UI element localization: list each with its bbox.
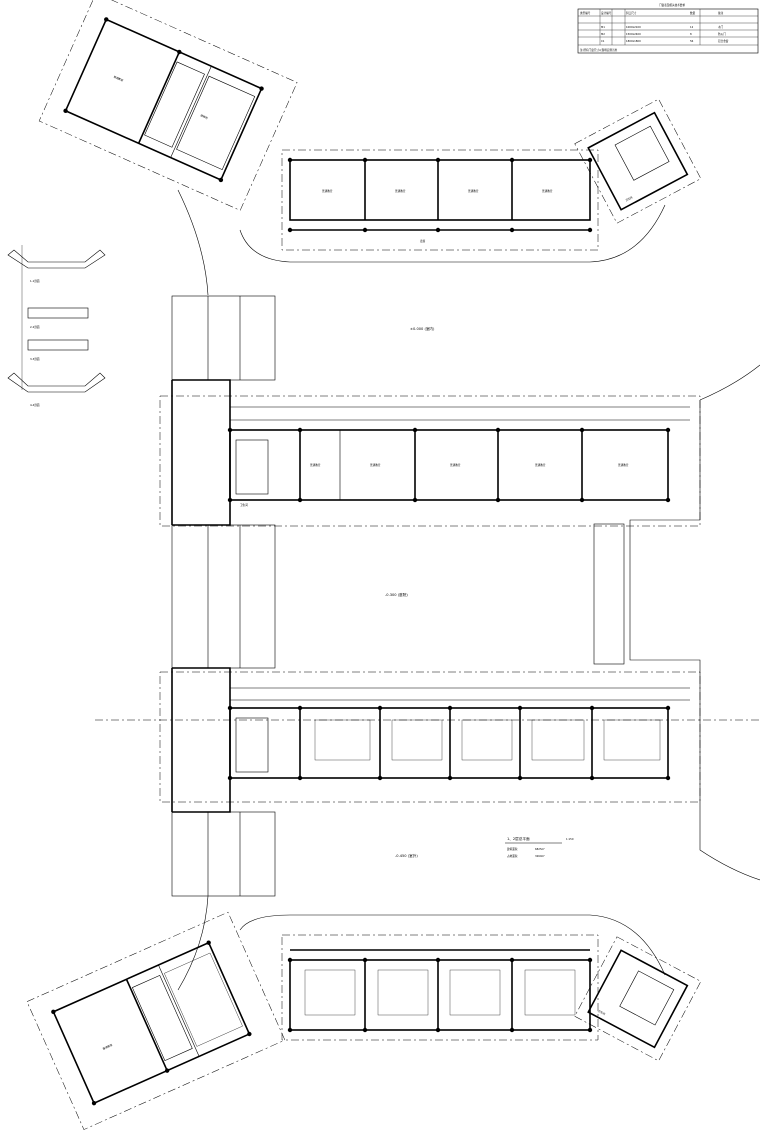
middle-block-2 (95, 671, 760, 803)
level-top: ±0.000 (室内) (410, 326, 435, 331)
table-r1-c3: 防火门 (718, 32, 726, 36)
table-r2-c0: C1 (601, 39, 605, 43)
legend-s1: 1-1剖面 (30, 279, 40, 283)
tl-room-label: 普通教室 (113, 75, 124, 83)
middle-block-1: 普通教室 普通教室 普通教室 普通教室 普通教室 卫生间 (159, 395, 701, 527)
table-r0-c1: 1000x2100 (626, 25, 641, 29)
table-r0-c0: M1 (601, 25, 605, 29)
table-header-2: 洞口尺寸 (626, 11, 637, 15)
area-label-1: 建筑面积 (507, 847, 518, 851)
m1-room-4: 普通教室 (535, 463, 546, 467)
top-wing: 普通教室 楼梯间 普通教室 普通教室 普通教室 普通教室 走廊 卫生间 ±0.0… (38, 0, 702, 331)
br-toilet: 卫生间 (597, 1009, 606, 1016)
table-note: 注:所有门窗尺寸以现场实测为准 (580, 48, 618, 52)
m1-room-3: 普通教室 (450, 463, 461, 467)
table-r2-c3: 铝合金窗 (718, 39, 729, 43)
courtyard-level: -0.300 (庭院) (385, 592, 408, 597)
legend-s4: 4-4剖面 (30, 403, 40, 407)
right-slope (593, 364, 760, 881)
bl-room-label: 普通教室 (102, 1043, 113, 1051)
table-r1-c2: 8 (690, 32, 692, 36)
table-header-3: 数量 (690, 11, 696, 15)
drawing-title: 1、2层总平面 (507, 836, 530, 841)
table-r2-c1: 1800x1800 (626, 39, 641, 43)
m1-room-2: 普通教室 (370, 463, 381, 467)
table-r0-c2: 12 (690, 25, 694, 29)
m1-room-5: 普通教室 (618, 463, 629, 467)
table-header-4: 备注 (718, 11, 724, 15)
table-r2-c2: 56 (690, 39, 694, 43)
m1-room-1: 普通教室 (310, 463, 321, 467)
tr-toilet: 卫生间 (624, 195, 633, 202)
tl-stair-label: 楼梯间 (200, 113, 209, 120)
top-room-4: 普通教室 (542, 189, 553, 193)
table-header-0: 类型编号 (580, 11, 591, 15)
drawing-title-block: 1、2层总平面 1:150 建筑面积 6825m² 占地面积 3260m² -0… (395, 836, 574, 858)
legend-s3: 3-3剖面 (30, 357, 40, 361)
bottom-wing: 普通教室 卫生间 (26, 895, 702, 1130)
table-r0-c3: 木门 (718, 25, 724, 29)
left-steps (171, 295, 276, 897)
door-window-table: 门窗表及相关技术要求 类型编号 设计编号 洞口尺寸 数量 备注 M1 1000x… (577, 3, 759, 54)
area-val-1: 6825m² (535, 847, 545, 851)
table-header-1: 设计编号 (601, 11, 612, 15)
section-details: 1-1剖面 2-2剖面 3-3剖面 4-4剖面 (7, 245, 106, 407)
table-r1-c0: M2 (601, 32, 605, 36)
legend-s2: 2-2剖面 (30, 325, 40, 329)
top-room-1: 普通教室 (322, 189, 333, 193)
m1-toilet: 卫生间 (240, 503, 248, 507)
table-title: 门窗表及相关技术要求 (659, 3, 685, 7)
area-val-2: 3260m² (535, 854, 545, 858)
top-room-2: 普通教室 (395, 189, 406, 193)
drawing-scale: 1:150 (566, 837, 574, 841)
top-corridor: 走廊 (420, 239, 426, 243)
area-label-2: 占地面积 (507, 854, 518, 858)
level-bottom: -0.450 (室外) (395, 853, 418, 858)
top-room-3: 普通教室 (468, 189, 479, 193)
table-r1-c1: 1500x2400 (626, 32, 641, 36)
